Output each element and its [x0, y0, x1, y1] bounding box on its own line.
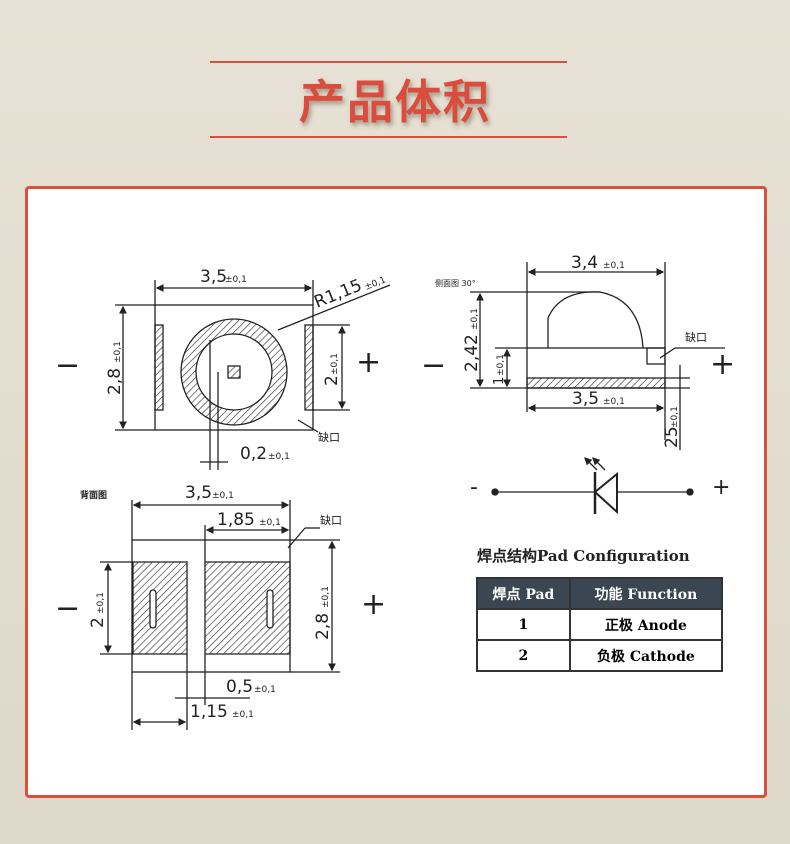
- top-inner-tol: ±0,1: [330, 353, 340, 375]
- top-gap-tol: ±0,1: [268, 452, 290, 462]
- top-minus: −: [55, 348, 80, 383]
- top-radius-tol: ±0,1: [363, 275, 387, 292]
- back-label: 背面图: [80, 489, 107, 501]
- header-function: 功能 Function: [568, 577, 724, 610]
- title-rule-bottom: [210, 136, 567, 138]
- side-top-width-tol: ±0,1: [603, 261, 625, 271]
- top-inner: 2: [322, 375, 342, 386]
- page-title: 产品体积: [299, 75, 491, 129]
- back-pad-width: 1,85: [217, 510, 255, 530]
- side-minus: −: [421, 348, 446, 383]
- pad-number: 2: [476, 639, 571, 672]
- pad-number: 1: [476, 608, 571, 641]
- top-view: [115, 280, 391, 470]
- back-minus: −: [55, 591, 80, 626]
- back-pad-height-tol: ±0,1: [96, 592, 106, 614]
- back-gap-tol: ±0,1: [254, 685, 276, 695]
- back-left-pad-tol: ±0,1: [232, 710, 254, 720]
- top-notch: 缺口: [318, 430, 340, 444]
- top-plus: +: [356, 345, 381, 380]
- side-base-height-tol: ±0,1: [496, 354, 506, 376]
- back-width: 3,5: [185, 483, 212, 503]
- back-pad-width-tol: ±0,1: [259, 518, 281, 528]
- back-pad-height: 2: [88, 617, 108, 628]
- top-height: 2,8: [105, 368, 125, 395]
- pad-function: 正极 Anode: [568, 608, 724, 641]
- top-radius: R1,15: [311, 275, 365, 312]
- diode-symbol: [491, 457, 694, 515]
- back-notch: 缺口: [320, 513, 342, 527]
- top-gap: 0,2: [240, 444, 267, 464]
- header-pad: 焊点 Pad: [476, 577, 571, 610]
- side-notch: 缺口: [685, 330, 707, 344]
- back-view: [100, 500, 340, 730]
- top-width: 3,5: [200, 267, 227, 287]
- back-height: 2,8: [313, 613, 333, 640]
- side-total-height: 2,42: [462, 334, 482, 372]
- title-rule-top: [210, 61, 567, 63]
- side-pad-thickness-tol: ±0,1: [670, 406, 680, 428]
- back-plus: +: [361, 587, 386, 622]
- side-view: [470, 262, 725, 450]
- back-left-pad: 1,15: [190, 702, 228, 722]
- diode-minus: -: [470, 475, 478, 500]
- pad-function: 负极 Cathode: [568, 639, 724, 672]
- side-view-labels: 侧面图 30° 3,4±0,1 2,42±0,1 1±0,1 3,5±0,1 2…: [421, 253, 735, 500]
- side-label: 侧面图 30°: [435, 278, 476, 288]
- side-top-width: 3,4: [571, 253, 598, 273]
- top-width-tol: ±0,1: [225, 275, 247, 285]
- side-total-height-tol: ±0,1: [470, 308, 480, 330]
- diode-plus: +: [712, 475, 730, 500]
- side-bottom-width: 3,5: [572, 389, 599, 409]
- back-width-tol: ±0,1: [212, 491, 234, 501]
- back-height-tol: ±0,1: [321, 586, 331, 608]
- side-pad-thickness: 25: [662, 426, 682, 448]
- side-plus: +: [710, 347, 735, 382]
- side-base-height: 1: [492, 377, 507, 385]
- back-gap: 0,5: [226, 677, 253, 697]
- pad-config-title: 焊点结构Pad Configuration: [477, 547, 690, 565]
- top-height-tol: ±0,1: [113, 341, 123, 363]
- back-view-labels: 背面图 3,5±0,1 1,85±0,1 缺口 2±0,1 2,8±0,1 0,…: [55, 483, 386, 722]
- side-bottom-width-tol: ±0,1: [603, 397, 625, 407]
